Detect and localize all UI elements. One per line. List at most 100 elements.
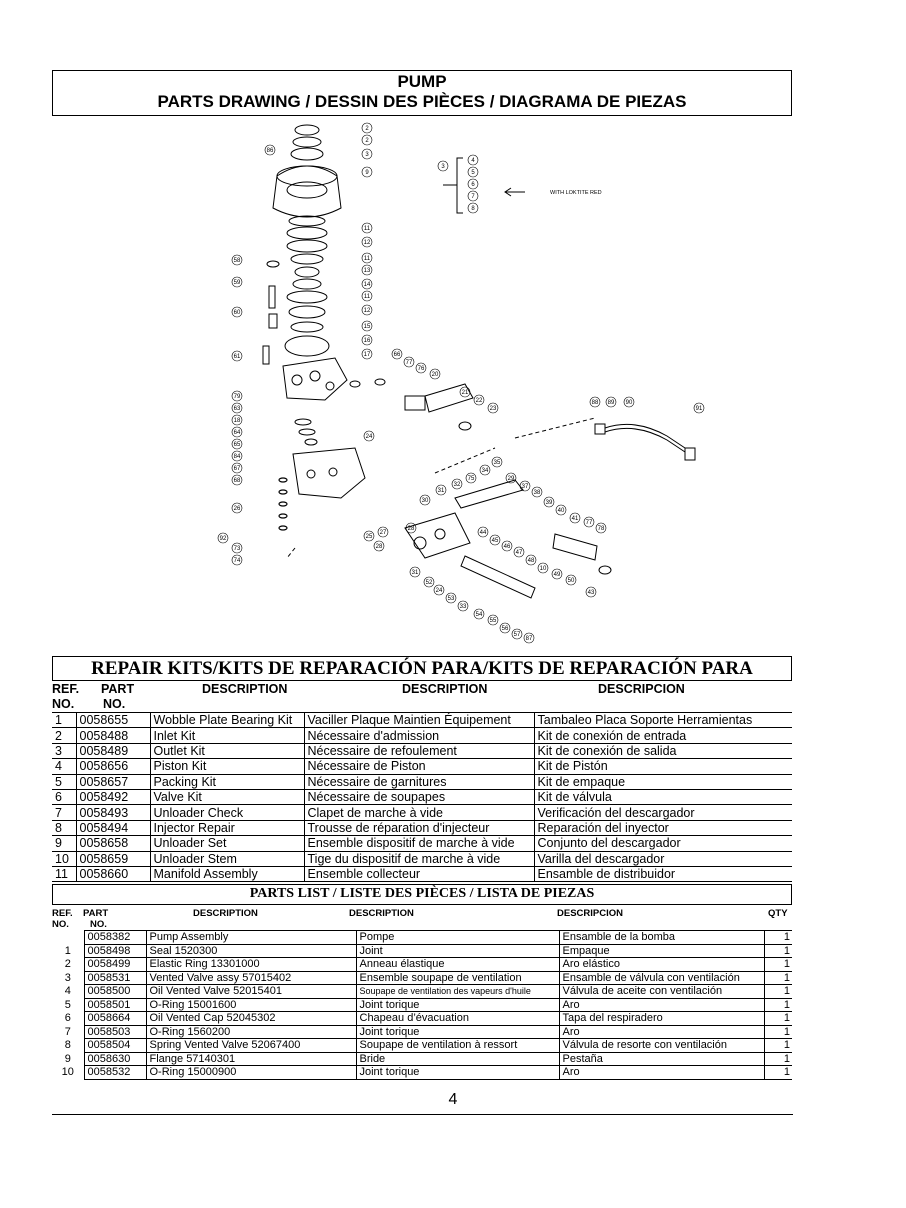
ref-cell: 1 xyxy=(52,944,85,958)
desc-en-cell: Vented Valve assy 57015402 xyxy=(145,970,357,985)
qty-cell: 1 xyxy=(763,1011,792,1026)
ref-cell: 8 xyxy=(52,1038,85,1052)
svg-text:12: 12 xyxy=(364,240,371,246)
desc-fr-cell: Trousse de réparation d'injecteur xyxy=(303,819,535,837)
ref-cell: 2 xyxy=(52,727,77,744)
svg-text:6: 6 xyxy=(471,182,475,188)
ref-cell: 4 xyxy=(52,984,85,998)
ref-cell: 5 xyxy=(52,773,77,790)
ref-cell: 10 xyxy=(52,850,77,867)
svg-text:65: 65 xyxy=(234,442,241,448)
svg-text:38: 38 xyxy=(534,490,541,496)
col-qty: QTY xyxy=(768,908,788,919)
desc-fr-cell: Tige du dispositif de marche à vide xyxy=(303,850,535,867)
svg-text:20: 20 xyxy=(432,372,439,378)
svg-text:63: 63 xyxy=(234,406,241,412)
part-no-cell: 0058503 xyxy=(83,1024,147,1039)
svg-text:5: 5 xyxy=(471,170,475,176)
desc-en-cell: Oil Vented Cap 52045302 xyxy=(145,1011,357,1026)
part-no-cell: 0058659 xyxy=(75,850,151,867)
desc-es-cell: Aro elástico xyxy=(558,957,765,972)
part-no-cell: 0058489 xyxy=(75,742,151,760)
svg-text:45: 45 xyxy=(492,538,499,544)
desc-en-cell: Piston Kit xyxy=(149,758,305,775)
desc-es-cell: Tambaleo Placa Soporte Herramientas xyxy=(533,711,792,729)
ref-cell: 4 xyxy=(52,758,77,775)
svg-text:39: 39 xyxy=(546,500,553,506)
svg-text:79: 79 xyxy=(234,394,241,400)
desc-fr-cell: Joint torique xyxy=(355,1024,560,1039)
svg-text:11: 11 xyxy=(364,294,371,300)
desc-en-cell: Packing Kit xyxy=(149,773,305,790)
svg-text:24: 24 xyxy=(436,588,443,594)
svg-text:26: 26 xyxy=(234,506,241,512)
desc-en-cell: O-Ring 15001600 xyxy=(145,997,357,1012)
ref-cell: 2 xyxy=(52,957,85,971)
ref-cell: 5 xyxy=(52,998,85,1012)
desc-fr-cell: Nécessaire de refoulement xyxy=(303,742,535,760)
svg-text:48: 48 xyxy=(528,558,535,564)
svg-text:67: 67 xyxy=(234,466,241,472)
svg-text:14: 14 xyxy=(364,282,371,288)
ref-cell: 10 xyxy=(52,1065,85,1079)
part-no-cell: 0058532 xyxy=(83,1065,147,1080)
col-part: PART xyxy=(101,682,135,696)
svg-text:56: 56 xyxy=(502,626,509,632)
svg-text:55: 55 xyxy=(490,618,497,624)
svg-text:74: 74 xyxy=(234,558,241,564)
ref-cell: 9 xyxy=(52,835,77,852)
col-ref: REF. xyxy=(52,682,80,696)
desc-es-cell: Reparación del inyector xyxy=(533,819,792,837)
svg-text:47: 47 xyxy=(516,550,523,556)
desc-es-cell: Válvula de aceite con ventilación xyxy=(558,984,765,999)
col-part: PART xyxy=(83,908,109,919)
svg-text:86: 86 xyxy=(267,148,274,154)
page-title: PUMP xyxy=(397,72,447,91)
part-no-cell: 0058492 xyxy=(75,788,151,806)
svg-text:60: 60 xyxy=(234,310,241,316)
svg-text:90: 90 xyxy=(626,400,633,406)
svg-text:10: 10 xyxy=(540,566,547,572)
repair-kits-title: REPAIR KITS/KITS DE REPARACIÓN PARA/KITS… xyxy=(52,656,792,681)
desc-fr-cell: Joint torique xyxy=(355,997,560,1012)
qty-cell: 1 xyxy=(763,957,792,972)
svg-text:41: 41 xyxy=(572,516,579,522)
svg-text:91: 91 xyxy=(696,406,703,412)
qty-cell: 1 xyxy=(763,970,792,985)
ref-cell: 7 xyxy=(52,804,77,821)
desc-en-cell: O-Ring 15000900 xyxy=(145,1065,357,1080)
svg-text:25: 25 xyxy=(366,534,373,540)
svg-text:44: 44 xyxy=(480,530,487,536)
parts-list-header: REF. NO. PART NO. DESCRIPTION DESCRIPTIO… xyxy=(52,906,792,930)
part-no-cell: 0058660 xyxy=(75,865,151,883)
svg-text:33: 33 xyxy=(460,604,467,610)
svg-text:9: 9 xyxy=(365,170,369,176)
svg-text:57: 57 xyxy=(514,632,521,638)
svg-text:50: 50 xyxy=(568,578,575,584)
svg-text:84: 84 xyxy=(234,454,241,460)
svg-text:31: 31 xyxy=(438,488,445,494)
svg-text:16: 16 xyxy=(364,338,371,344)
desc-es-cell: Tapa del respiradero xyxy=(558,1011,765,1026)
svg-text:92: 92 xyxy=(220,536,227,542)
svg-text:13: 13 xyxy=(364,268,371,274)
part-no-cell: 0058504 xyxy=(83,1038,147,1053)
qty-cell: 1 xyxy=(763,943,792,958)
desc-es-cell: Empaque xyxy=(558,943,765,958)
part-no-cell: 0058655 xyxy=(75,711,151,729)
svg-text:53: 53 xyxy=(448,596,455,602)
col-ref-no: NO. xyxy=(52,697,75,711)
svg-text:77: 77 xyxy=(406,360,413,366)
part-no-cell: 0058494 xyxy=(75,819,151,837)
svg-text:27: 27 xyxy=(380,530,387,536)
desc-fr-cell: Anneau élastique xyxy=(355,957,560,972)
